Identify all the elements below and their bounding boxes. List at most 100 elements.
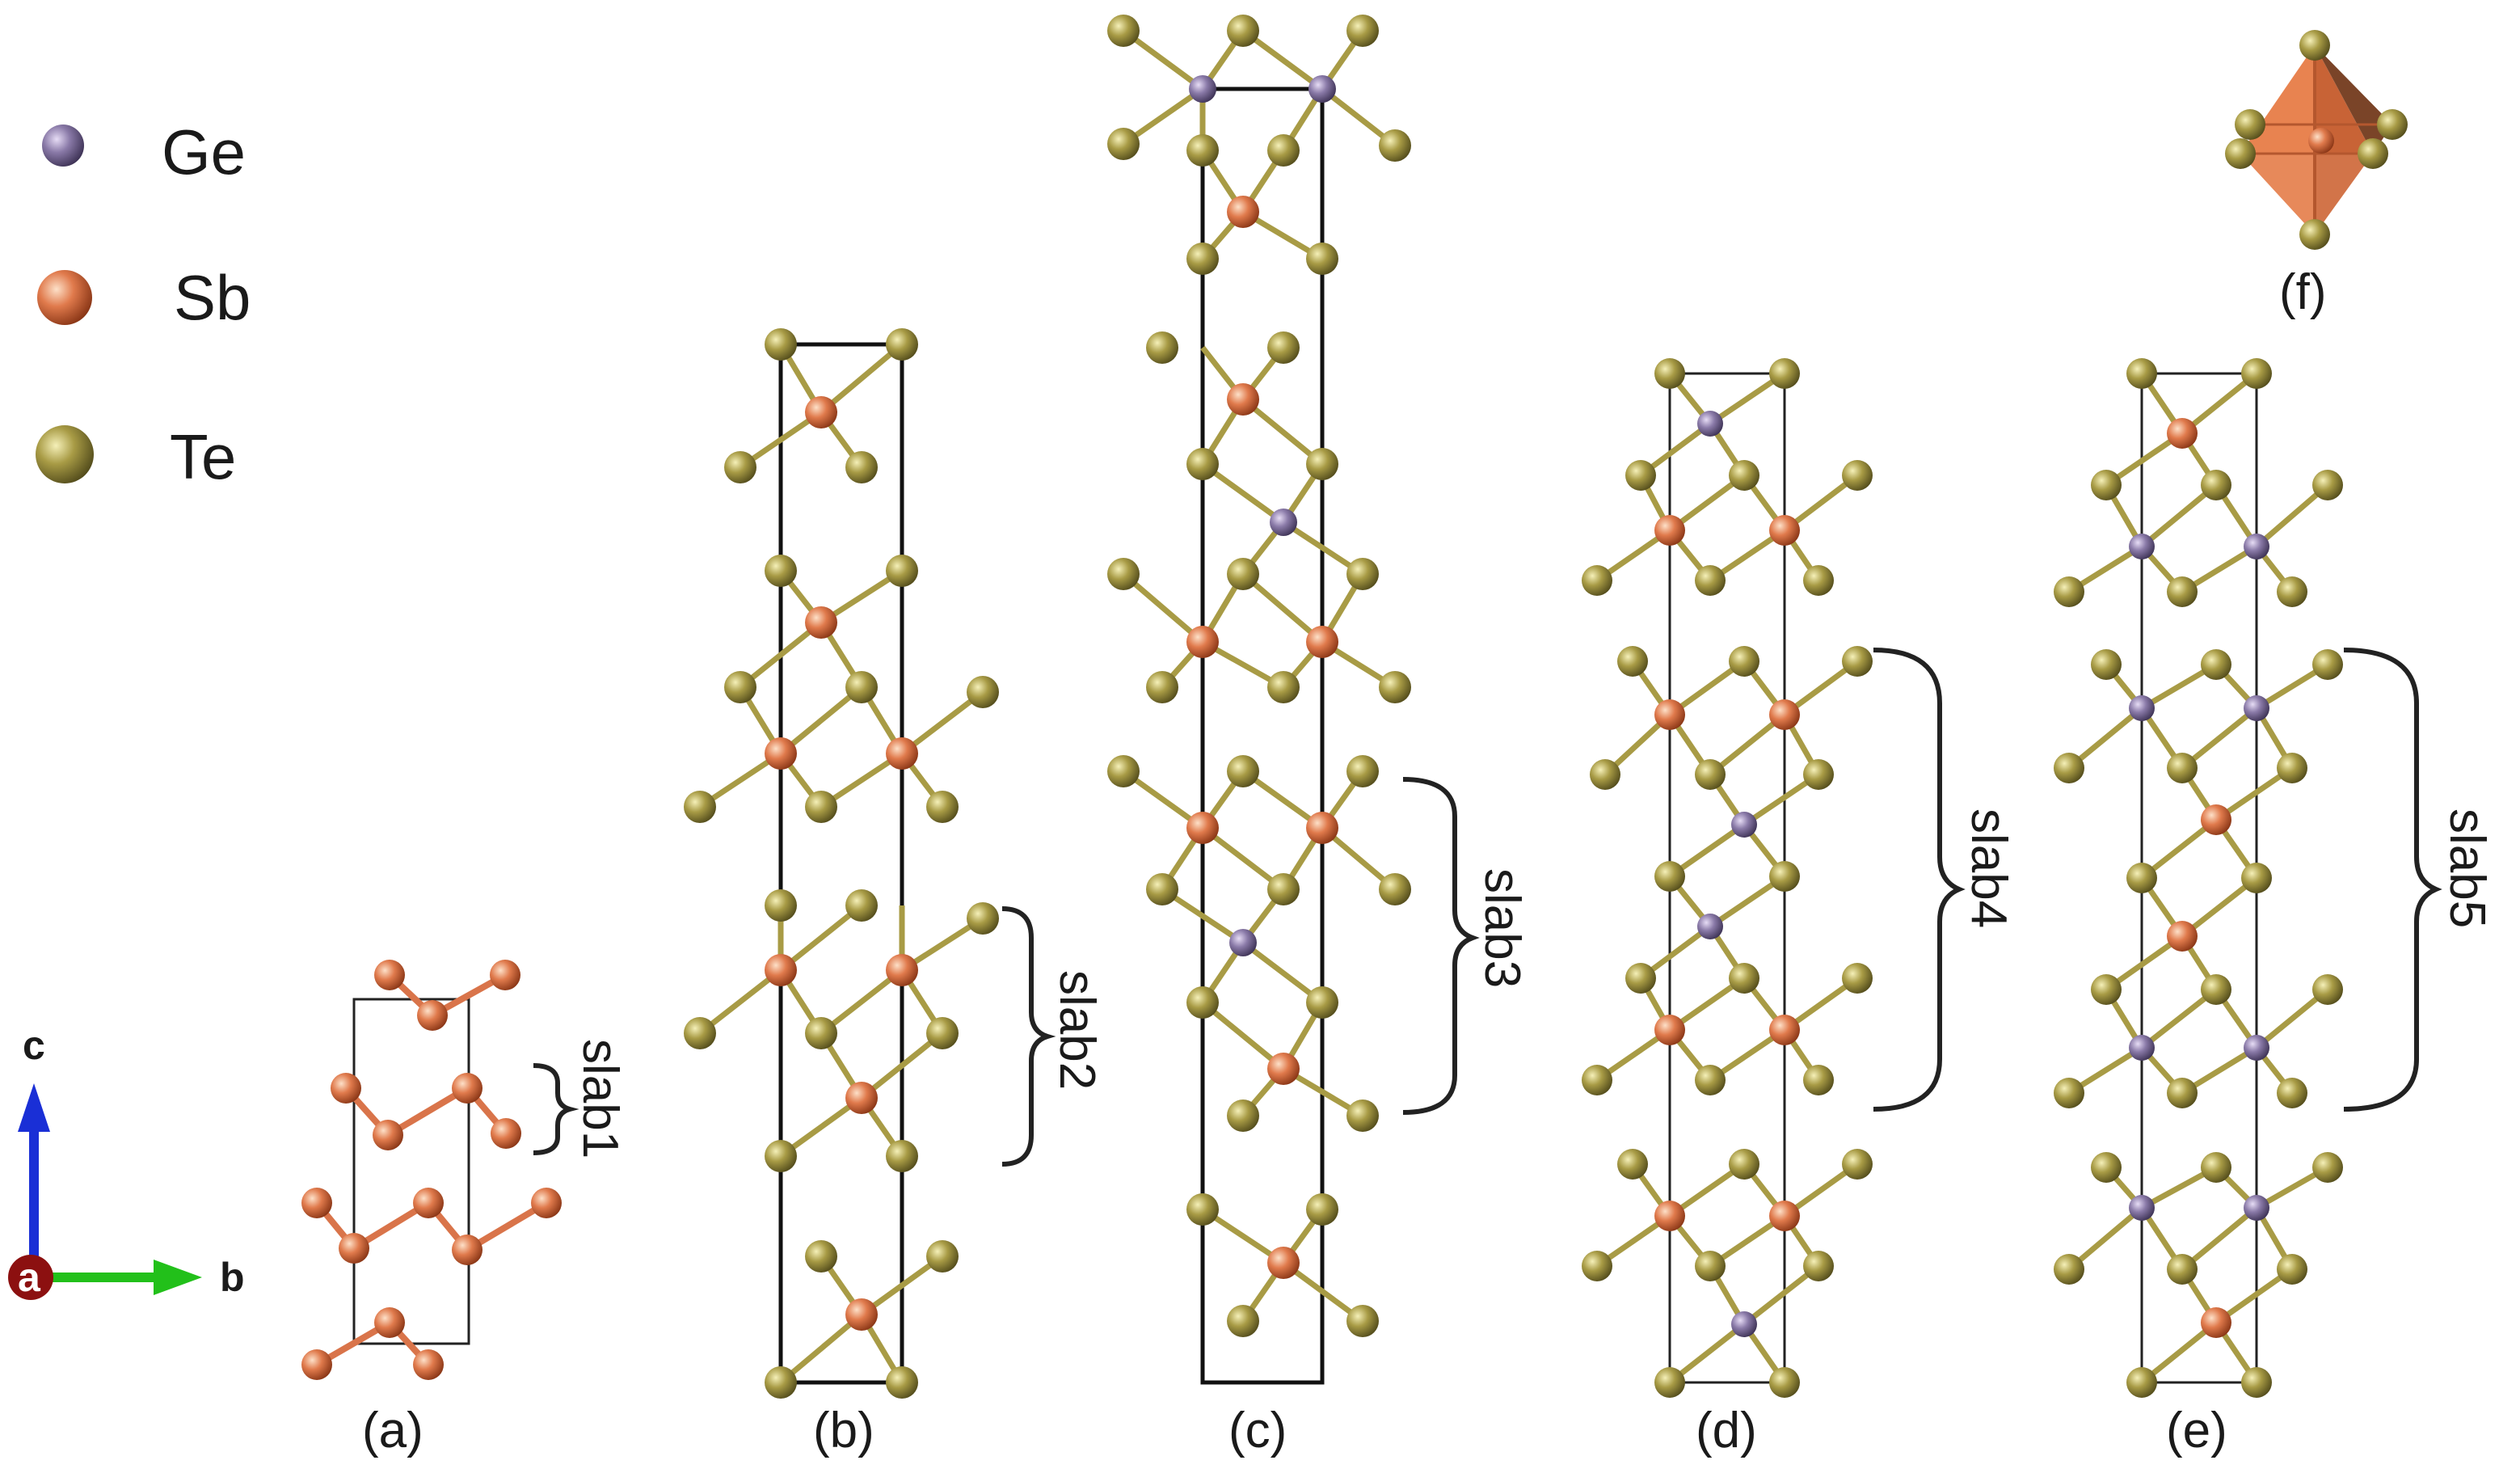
te-atom — [2126, 358, 2157, 389]
te-atom — [1695, 565, 1726, 596]
legend-label: Sb — [174, 262, 251, 333]
te-atom — [1227, 1099, 1259, 1132]
te-atom — [1227, 755, 1259, 787]
sb-atom-icon — [37, 270, 92, 325]
legend-item-ge: Ge — [42, 116, 246, 188]
sb-atom — [531, 1188, 562, 1218]
bond — [1241, 940, 1325, 1005]
te-atom — [805, 1017, 837, 1049]
sb-atom — [490, 960, 520, 990]
sb-atom — [886, 737, 918, 770]
bond — [2180, 876, 2259, 939]
sb-atom — [1654, 1015, 1685, 1045]
slab-label: slab4 — [1961, 808, 2016, 928]
bond — [2139, 1320, 2219, 1385]
bond — [697, 968, 783, 1036]
sb-atom — [1769, 699, 1800, 730]
te-atom — [1379, 671, 1411, 703]
ge-atom — [2244, 695, 2269, 721]
te-atom — [2167, 1078, 2198, 1108]
octahedron-face — [2315, 45, 2392, 154]
te-atom — [765, 328, 797, 361]
a-axis-dot — [8, 1255, 53, 1300]
te-atom — [1346, 15, 1379, 47]
te-atom — [1146, 873, 1178, 905]
te-atom — [1803, 1251, 1834, 1281]
octahedron-face — [2240, 154, 2373, 234]
te-atom — [1695, 1251, 1726, 1281]
te-atom — [1769, 861, 1800, 892]
b-axis-arrowhead — [154, 1260, 202, 1295]
sb-atom — [301, 1349, 332, 1380]
b-axis-label: b — [220, 1255, 245, 1300]
sb-atom — [886, 954, 918, 986]
te-atom — [1582, 565, 1612, 596]
te-atom — [2054, 1254, 2084, 1285]
te-atom — [1306, 243, 1338, 275]
bond — [1121, 572, 1205, 644]
te-atom — [2225, 138, 2256, 169]
atoms — [1107, 15, 1411, 1337]
bond — [1200, 825, 1286, 892]
octahedron-face — [2315, 45, 2373, 234]
te-atom — [1107, 558, 1140, 590]
legend-label: Ge — [162, 116, 246, 188]
bond — [1121, 769, 1205, 830]
te-atom — [2091, 1152, 2122, 1183]
bond — [2180, 1205, 2259, 1272]
bond — [1241, 28, 1325, 91]
bond — [778, 685, 864, 756]
bond — [2139, 483, 2219, 549]
te-atom — [1186, 243, 1219, 275]
te-atom — [1842, 1149, 1873, 1180]
te-atom — [1107, 755, 1140, 787]
te-atom — [1654, 1367, 1685, 1398]
ge-atom — [2244, 1035, 2269, 1061]
c-axis-label: c — [23, 1023, 45, 1068]
bond — [2180, 706, 2259, 770]
te-atom — [1842, 460, 1873, 491]
sb-atom — [1186, 626, 1219, 658]
sb-atom — [805, 396, 837, 428]
sb-atom — [413, 1188, 444, 1218]
te-atom — [2054, 1078, 2084, 1108]
te-atom — [1186, 986, 1219, 1019]
panel-label: (c) — [1228, 1403, 1287, 1458]
te-atom — [765, 1366, 797, 1399]
bond — [1200, 1000, 1286, 1071]
te-atom — [2312, 1152, 2343, 1183]
te-atom — [1803, 1065, 1834, 1095]
te-atom — [1346, 1305, 1379, 1337]
ge-atom — [1697, 411, 1723, 437]
te-atom — [724, 671, 756, 703]
te-atom — [845, 889, 878, 922]
sb-atom — [845, 1082, 878, 1114]
te-atom — [1695, 759, 1726, 790]
bond — [859, 1031, 945, 1100]
bonds — [314, 972, 549, 1368]
bond — [778, 903, 864, 973]
bond — [1281, 1260, 1365, 1323]
bond — [1742, 1264, 1821, 1327]
te-atom — [1654, 358, 1685, 389]
te-atom — [1146, 331, 1178, 364]
panel-label: (e) — [2166, 1403, 2227, 1458]
sb-atom — [452, 1235, 483, 1265]
te-atom — [886, 1140, 918, 1172]
sb-atom — [1769, 1015, 1800, 1045]
slab-brace — [1001, 906, 1056, 1167]
te-atom — [2091, 974, 2122, 1005]
sb-atom — [2167, 921, 2198, 952]
panel-b-sb2te3-structure: slab2 (b) — [684, 328, 1105, 1458]
panel-a-sb-structure: slab1 (a) — [301, 960, 628, 1458]
bond — [2254, 483, 2330, 549]
te-atom — [1306, 986, 1338, 1019]
bonds — [1595, 371, 1860, 1385]
bond — [859, 1254, 945, 1317]
ge-atom — [1697, 914, 1723, 939]
sb-atom — [491, 1118, 521, 1149]
sb-atom — [1654, 1201, 1685, 1231]
te-atom — [765, 555, 797, 587]
sb-atom — [1227, 196, 1259, 228]
te-atom — [2312, 470, 2343, 500]
